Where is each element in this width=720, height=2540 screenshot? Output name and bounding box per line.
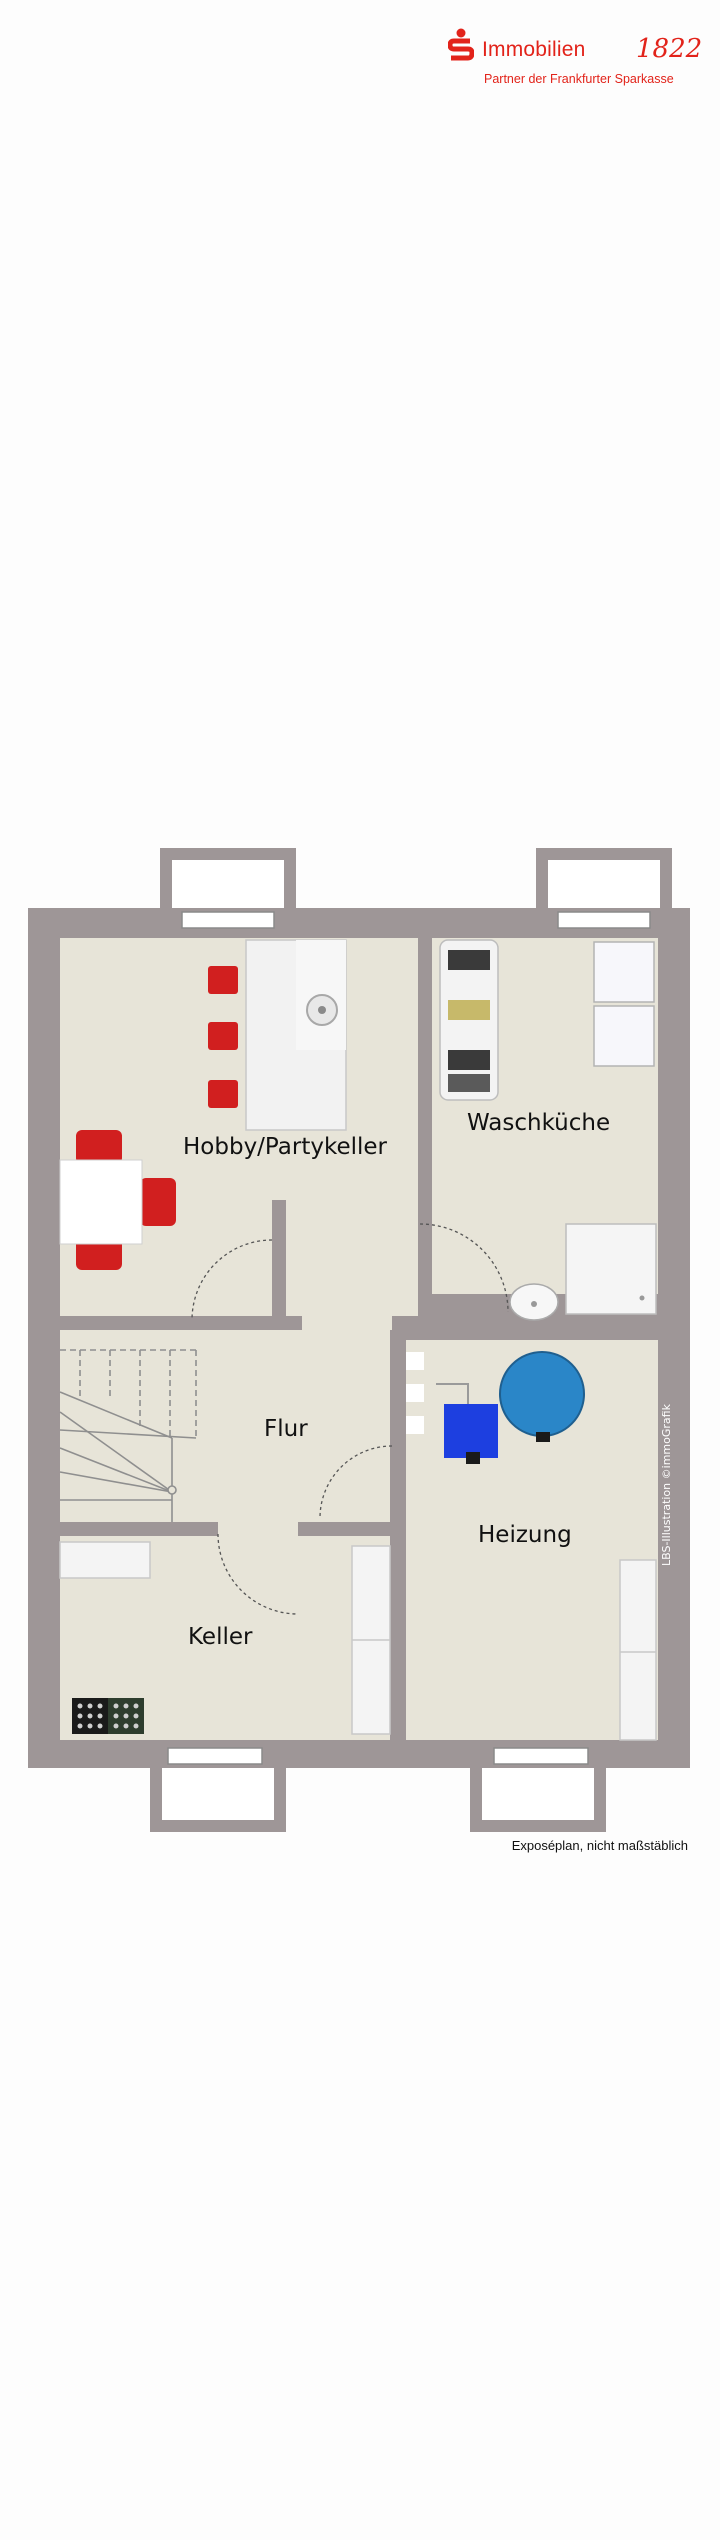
room-label-wasch: Waschküche bbox=[467, 1110, 611, 1136]
light-well-bottom-right bbox=[470, 1768, 606, 1832]
windows bbox=[167, 911, 651, 1765]
room-label-heizung: Heizung bbox=[478, 1522, 572, 1548]
shower-tray bbox=[565, 1223, 657, 1315]
keller-bench bbox=[59, 1541, 151, 1579]
bar-counter bbox=[245, 939, 347, 1131]
heizung-shelf bbox=[619, 1559, 657, 1741]
plan-note: Exposéplan, nicht maßstäblich bbox=[511, 1838, 688, 1853]
water-tank bbox=[499, 1351, 585, 1442]
floor-plan bbox=[28, 848, 690, 1832]
brand-logo: Immobilien 1822 Partner der Frankfurter … bbox=[440, 22, 703, 92]
room-keller-link bbox=[218, 1510, 298, 1550]
staircase bbox=[59, 1349, 197, 1522]
shoe-rack bbox=[439, 939, 499, 1101]
bar-stools bbox=[208, 966, 238, 1108]
washing-machines bbox=[593, 941, 655, 1067]
bottle-crates bbox=[72, 1698, 144, 1734]
room-flur-link bbox=[280, 1200, 418, 1330]
brand-name: Immobilien bbox=[482, 38, 586, 61]
brand-tagline: Partner der Frankfurter Sparkasse bbox=[484, 72, 674, 86]
light-well-bottom-left bbox=[150, 1768, 286, 1832]
light-well-top-left bbox=[160, 848, 296, 908]
illustration-credit: LBS-Illustration ©immoGrafik bbox=[660, 1404, 673, 1566]
room-label-keller: Keller bbox=[188, 1624, 253, 1650]
room-label-flur: Flur bbox=[264, 1416, 308, 1442]
room-label-hobby: Hobby/Partykeller bbox=[183, 1134, 387, 1160]
room-flur-floor bbox=[60, 1330, 390, 1522]
toilet bbox=[509, 1283, 559, 1321]
heating-unit bbox=[406, 1352, 498, 1464]
light-well-top-right bbox=[536, 848, 672, 908]
sparkasse-s-icon bbox=[448, 28, 474, 61]
brand-year: 1822 bbox=[636, 34, 703, 64]
dining-table bbox=[59, 1130, 176, 1270]
